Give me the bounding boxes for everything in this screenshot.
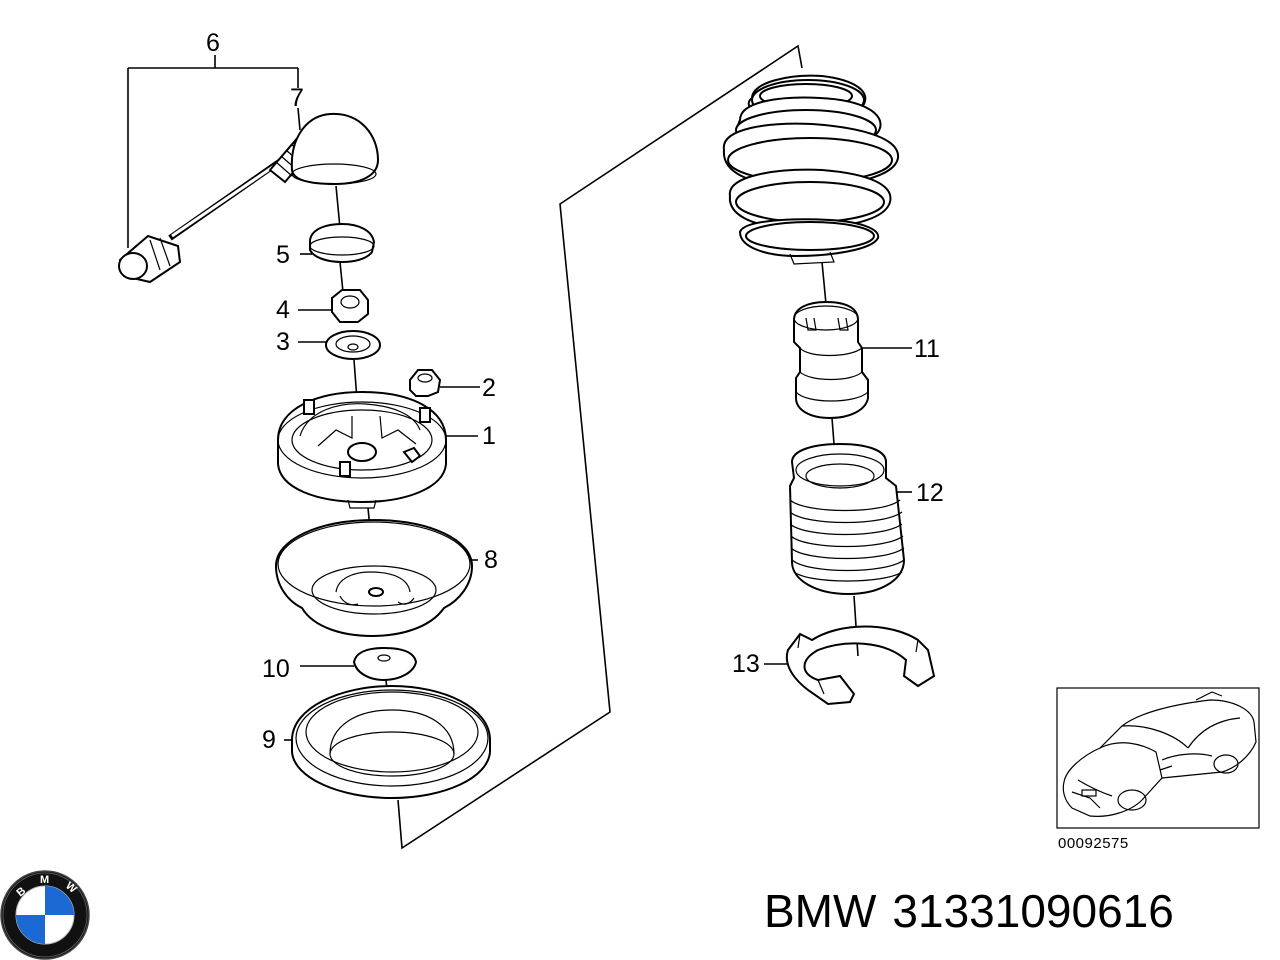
part-10-disc [300, 646, 418, 682]
part-7-sensor [118, 107, 380, 284]
inset-vehicle-thumbnail: 00092575 [1056, 687, 1260, 852]
callout-10: 10 [262, 655, 290, 683]
callout-11: 11 [914, 335, 940, 363]
part-5-cap [300, 185, 376, 293]
callout-5: 5 [276, 241, 290, 269]
part-1-strut-mount [277, 359, 478, 509]
callout-8: 8 [484, 546, 498, 574]
callout-3: 3 [276, 328, 290, 356]
car-outline-icon [1062, 691, 1257, 817]
callout-12: 12 [916, 479, 944, 507]
part-13-spring-pad [764, 595, 936, 706]
bmw-logo: B M W [0, 870, 90, 960]
callout-7: 7 [290, 84, 304, 112]
callout-2: 2 [482, 374, 496, 402]
inset-ref-code: 00092575 [1058, 835, 1129, 852]
part-2-nut [409, 369, 480, 397]
callout-9: 9 [262, 726, 276, 754]
callout-13: 13 [732, 650, 760, 678]
assembly-leader [397, 44, 803, 850]
part-4-nut [298, 289, 369, 323]
part-8-spring-seat [274, 507, 478, 638]
bracket-6 [127, 55, 299, 248]
callout-1: 1 [482, 422, 496, 450]
part-11-bump-stop [793, 261, 912, 420]
part-3-washer [298, 330, 381, 360]
part-9-lower-seat [284, 679, 491, 800]
part-12-dust-boot [788, 417, 912, 596]
svg-text:M: M [40, 874, 49, 886]
coil-spring [722, 74, 900, 265]
callout-4: 4 [276, 296, 290, 324]
caption-part-number: 31331090616 [892, 885, 1174, 937]
caption-brand: BMW [764, 885, 877, 937]
callout-6: 6 [206, 29, 220, 57]
part-caption: BMW 31331090616 [764, 888, 1174, 934]
